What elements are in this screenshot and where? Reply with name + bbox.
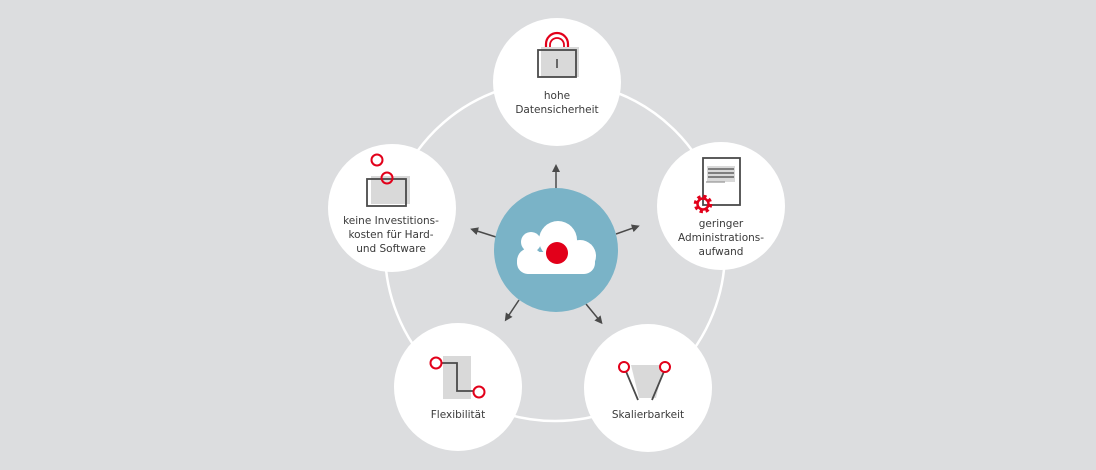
flexible-path-icon <box>429 356 486 399</box>
red-dot <box>546 242 568 264</box>
arrow-down-left <box>504 299 520 322</box>
node-label: Flexibilität <box>431 409 485 421</box>
node-scalability: Skalierbarkeit <box>584 324 712 452</box>
node-label: keine Investitions-kosten für Hard-und S… <box>343 215 439 255</box>
arrow-down-right <box>585 303 603 325</box>
node-investment: keine Investitions-kosten für Hard-und S… <box>328 144 456 272</box>
box-icon <box>366 153 410 207</box>
arrows <box>470 164 640 325</box>
arrow-right <box>615 224 640 235</box>
node-flexibility: Flexibilität <box>394 323 522 451</box>
arrow-left <box>470 227 497 238</box>
scale-funnel-icon <box>618 361 671 401</box>
node-label: Skalierbarkeit <box>612 409 684 421</box>
padlock-icon <box>537 31 579 78</box>
gear-icon <box>693 194 713 214</box>
document-gear-icon <box>693 157 741 214</box>
cloud-hub <box>494 188 618 312</box>
